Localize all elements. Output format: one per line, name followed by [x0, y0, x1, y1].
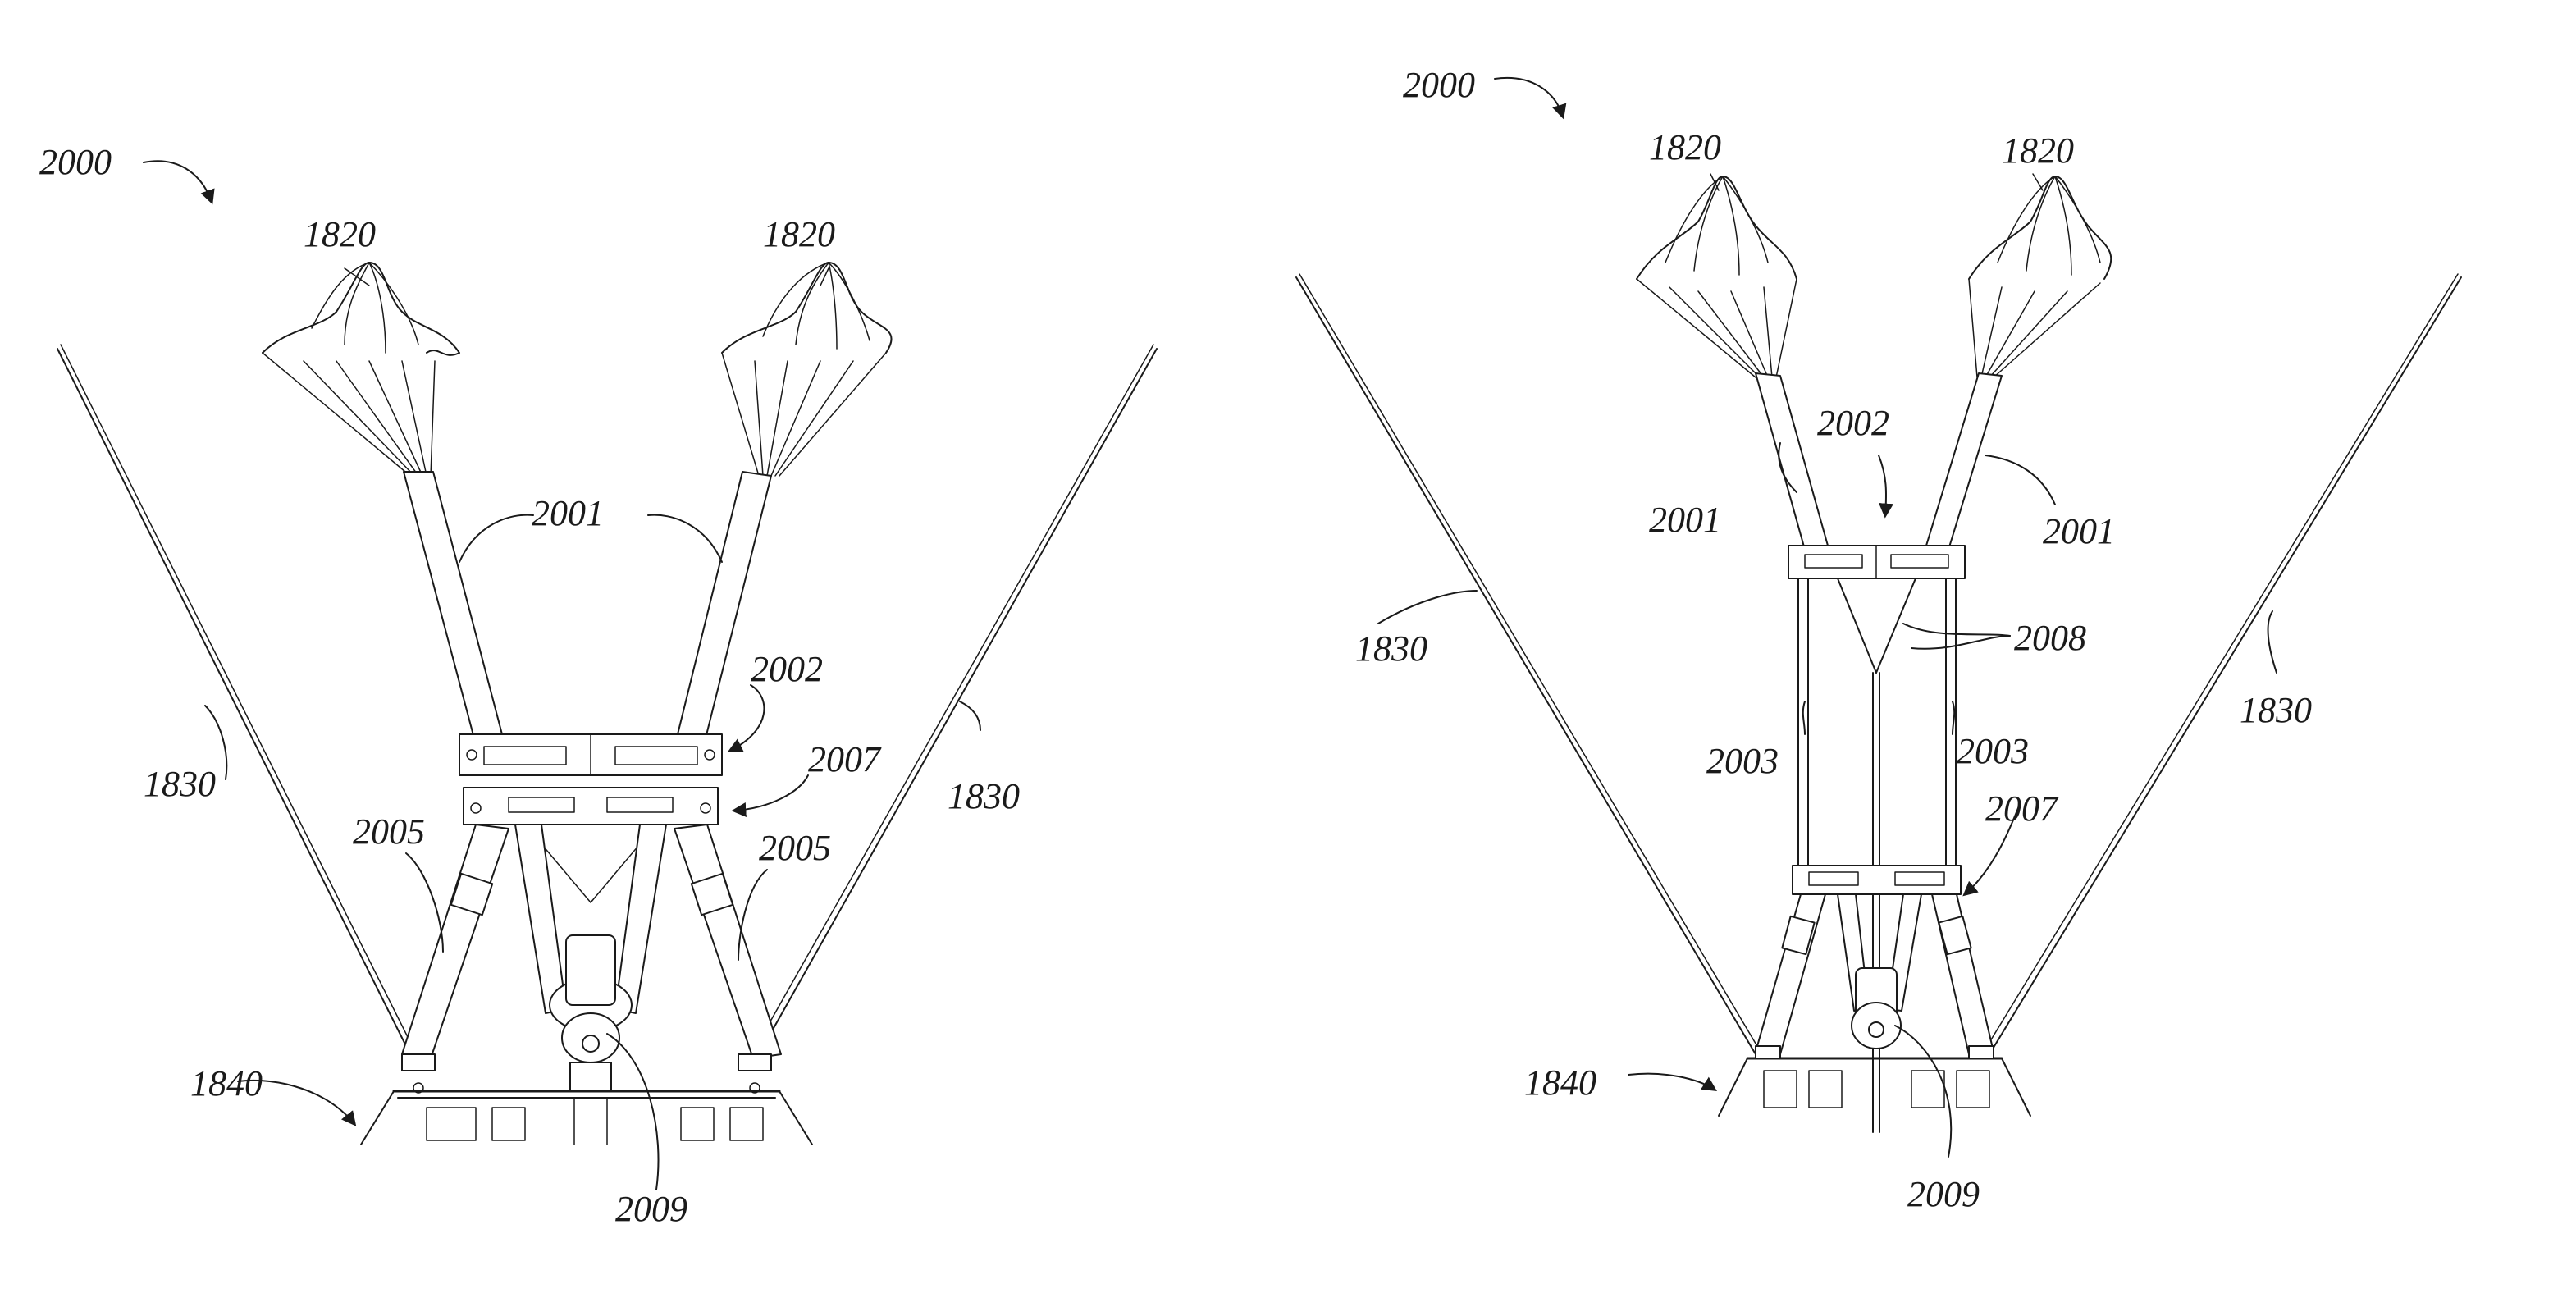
right-view: 2000 1820 1820 2001 2002 2001 2008 1830 … — [1296, 65, 2461, 1214]
left-label-2005-left: 2005 — [353, 811, 425, 852]
right-riser-left — [1756, 373, 1828, 550]
right-tether-right — [1989, 277, 2461, 1054]
left-label-1820-left: 1820 — [304, 214, 376, 254]
right-label-2008: 2008 — [2014, 618, 2086, 658]
right-riser-right — [1926, 373, 2002, 550]
left-label-2007: 2007 — [808, 739, 882, 779]
left-tether-outer-left — [57, 349, 410, 1054]
left-riser-right — [678, 472, 771, 738]
left-label-2001: 2001 — [532, 493, 604, 533]
left-center-strut-left — [515, 825, 566, 1013]
right-arrow-2000 — [1495, 78, 1563, 117]
left-label-1840: 1840 — [190, 1063, 263, 1103]
left-tether-outer-right-2 — [753, 345, 1153, 1052]
right-label-2000: 2000 — [1403, 65, 1475, 105]
right-label-1830-right: 1830 — [2240, 690, 2312, 730]
right-label-1830-left: 1830 — [1355, 628, 1427, 669]
right-parachute-right — [1969, 176, 2111, 377]
left-label-1830-left: 1830 — [144, 764, 216, 804]
left-strut-left — [402, 825, 509, 1058]
left-parachute-left — [263, 263, 459, 476]
left-label-2009: 2009 — [615, 1189, 687, 1229]
right-cable-left — [1838, 578, 1876, 673]
left-riser-left — [404, 472, 502, 738]
left-label-1820-right: 1820 — [763, 214, 835, 254]
right-label-1840: 1840 — [1524, 1062, 1596, 1103]
right-label-2001-right: 2001 — [2043, 511, 2115, 551]
right-base — [1719, 1046, 2030, 1116]
left-lower-frame — [464, 788, 718, 825]
right-label-2007: 2007 — [1985, 788, 2059, 829]
left-label-2000: 2000 — [39, 142, 112, 182]
left-parachute-right — [722, 263, 892, 476]
right-label-2003-right: 2003 — [1957, 731, 2029, 771]
left-center-strut-right — [615, 825, 666, 1013]
left-label-2002: 2002 — [751, 649, 823, 689]
right-lower-frame — [1793, 866, 1961, 894]
right-label-1820-left: 1820 — [1649, 127, 1721, 167]
right-label-2002: 2002 — [1817, 403, 1889, 443]
left-label-1830-right: 1830 — [948, 776, 1020, 816]
right-parachute-left — [1637, 176, 1797, 377]
left-view: 2000 1820 1820 2001 2002 2007 2005 2005 … — [39, 142, 1157, 1229]
right-label-2003-left: 2003 — [1706, 741, 1779, 781]
left-label-2005-right: 2005 — [759, 828, 831, 868]
left-arrow-2000 — [144, 161, 212, 202]
right-tether-right-2 — [1984, 274, 2458, 1052]
right-label-1820-right: 1820 — [2002, 130, 2074, 171]
left-tether-outer-left-2 — [61, 345, 415, 1052]
left-tether-outer-right — [759, 349, 1157, 1054]
right-label-2001-left: 2001 — [1649, 500, 1721, 540]
right-label-2009: 2009 — [1907, 1174, 1980, 1214]
